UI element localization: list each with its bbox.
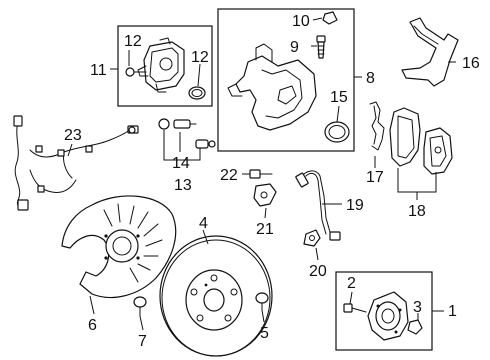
caliper-seal-ring <box>188 86 206 100</box>
callout-23: 23 <box>64 127 82 144</box>
hose-bracket <box>253 183 277 207</box>
caliper-bolt <box>125 67 147 77</box>
callout-17: 17 <box>366 169 384 186</box>
callout-15: 15 <box>330 89 348 106</box>
callout-12-right: 12 <box>191 49 209 66</box>
callout-11: 11 <box>90 62 107 79</box>
axle-nut <box>407 319 423 335</box>
brake-wear-sensor-harness <box>13 115 139 211</box>
pad-retaining-spring <box>401 17 459 87</box>
bleeder-screw <box>316 35 326 59</box>
callout-10: 10 <box>292 13 310 30</box>
caliper-bracket <box>227 43 317 131</box>
callout-18: 18 <box>408 203 426 220</box>
callout-9: 9 <box>290 39 299 56</box>
callout-16: 16 <box>462 55 480 72</box>
brake-pad-inner <box>389 107 421 167</box>
hose-bolt <box>249 169 273 179</box>
callout-12-left: 12 <box>124 33 142 50</box>
hub-bolt <box>343 303 367 313</box>
caliper-assembly-box <box>117 25 213 107</box>
callout-1: 1 <box>448 303 457 320</box>
anti-rattle-clip <box>369 101 385 151</box>
callout-2: 2 <box>347 275 356 292</box>
leader-lines <box>67 17 456 331</box>
callout-20: 20 <box>309 263 327 280</box>
callout-8: 8 <box>366 70 375 87</box>
wheel-hub-bearing <box>367 291 409 341</box>
callout-19: 19 <box>346 197 364 214</box>
callout-13: 13 <box>174 177 192 194</box>
bleeder-cap <box>322 11 338 25</box>
callout-6: 6 <box>88 317 97 334</box>
brake-hose <box>295 170 341 241</box>
piston-seal <box>324 121 350 143</box>
callout-labels: 1 2 3 4 5 6 7 8 9 10 11 12 12 13 14 15 1… <box>64 13 480 350</box>
callout-4: 4 <box>199 215 208 232</box>
brake-disc <box>159 235 273 357</box>
callout-22: 22 <box>220 167 238 184</box>
caliper-assembly <box>125 37 206 100</box>
shield-bolt <box>133 296 147 317</box>
caliper-bracket-box <box>217 8 355 152</box>
hose-clip <box>303 229 321 247</box>
callout-21: 21 <box>256 221 274 238</box>
callout-3: 3 <box>413 299 422 316</box>
dust-shield <box>61 195 177 299</box>
callout-7: 7 <box>138 333 147 350</box>
callout-5: 5 <box>260 325 269 342</box>
guide-pin-set <box>158 118 216 149</box>
brake-pad-outer <box>423 127 453 175</box>
disc-screw <box>255 292 269 311</box>
callout-14: 14 <box>172 155 190 172</box>
